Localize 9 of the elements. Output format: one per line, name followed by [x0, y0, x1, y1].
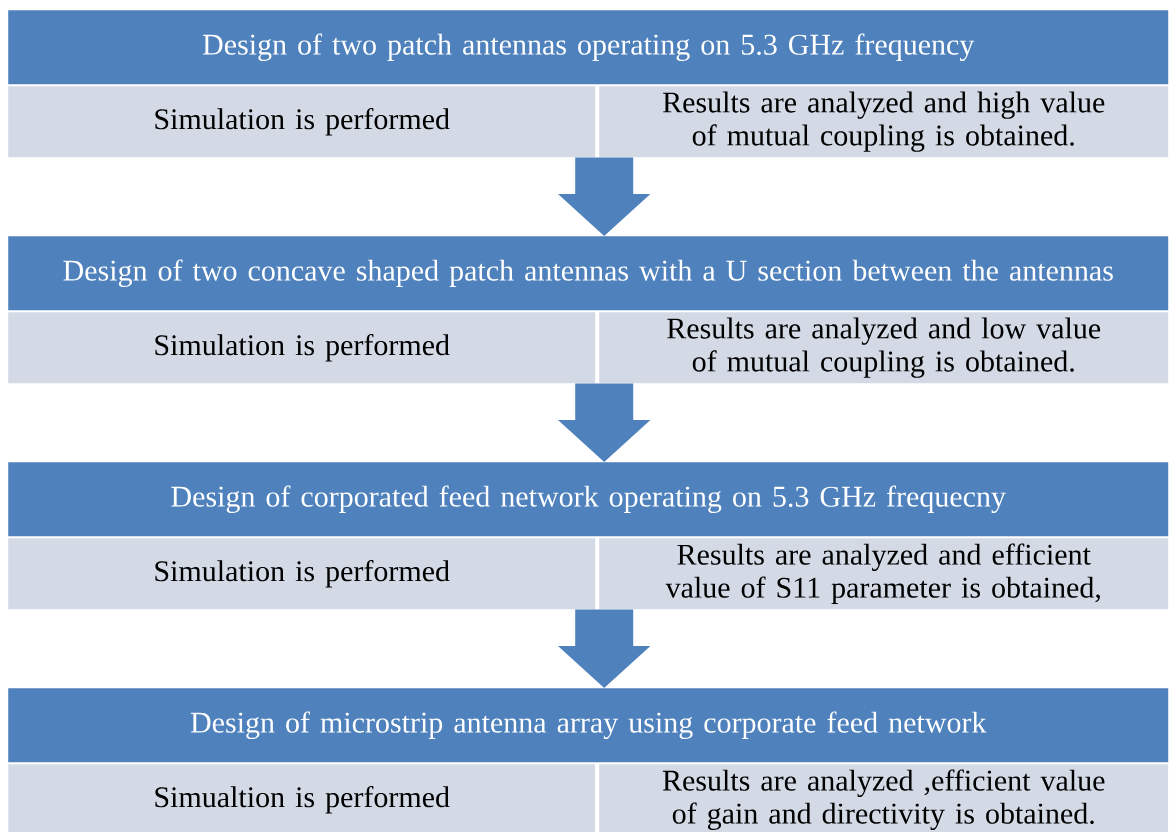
step-box: Results are analyzed and efficient value of S11 parameter is obtained, [599, 538, 1169, 610]
step-header: Design of two patch antennas operating on 5.3 GHz frequency [8, 10, 1169, 85]
step-box: Simulation is performed [8, 312, 596, 384]
step-box: Simulation is performed [8, 86, 596, 158]
step-box: Results are analyzed and low value of mutual coupling is obtained. [599, 312, 1169, 384]
step-box: Results are analyzed and high value of mutual coupling is obtained. [599, 86, 1169, 158]
step-box: Simualtion is performed [8, 764, 596, 832]
step-box: Results are analyzed ,efficient value of gain and directivity is obtained. [599, 764, 1169, 832]
step-box: Simulation is performed [8, 538, 596, 610]
